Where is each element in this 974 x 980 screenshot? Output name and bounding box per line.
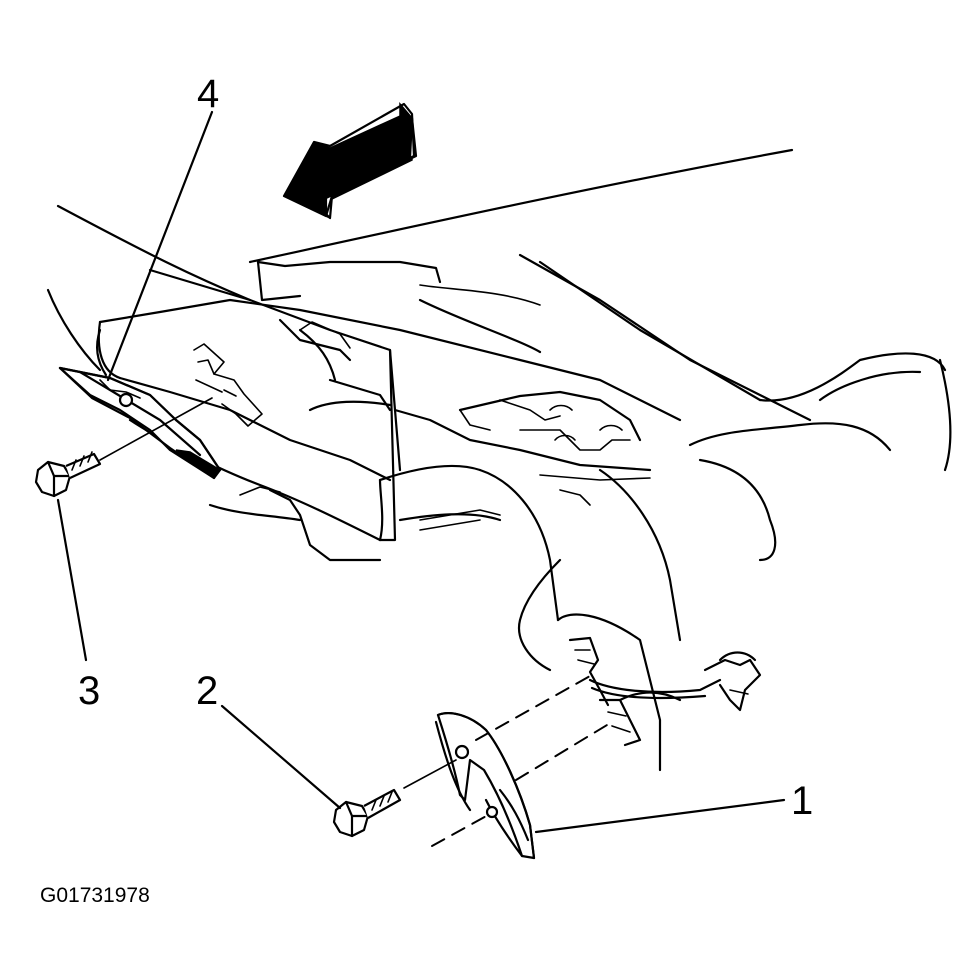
callout-label-3: 3 — [78, 669, 101, 713]
bolt-2 — [332, 788, 402, 838]
heat-shield-4 — [58, 366, 222, 480]
callout-label-2: 2 — [196, 669, 219, 713]
callout-leader-lines — [56, 110, 786, 834]
crossmember-brackets — [193, 343, 651, 531]
installation-guide-lines — [99, 397, 613, 847]
vehicle-floor-outline — [46, 148, 952, 562]
callout-label-1: 1 — [791, 779, 814, 823]
figure-id: G01731978 — [40, 884, 150, 907]
heat-shield-1 — [434, 712, 536, 860]
callout-label-4: 4 — [197, 72, 220, 116]
forward-arrow-icon — [282, 101, 418, 220]
crossmember — [97, 268, 682, 772]
bolt-3 — [34, 451, 102, 498]
exhaust-hanger — [568, 636, 762, 747]
